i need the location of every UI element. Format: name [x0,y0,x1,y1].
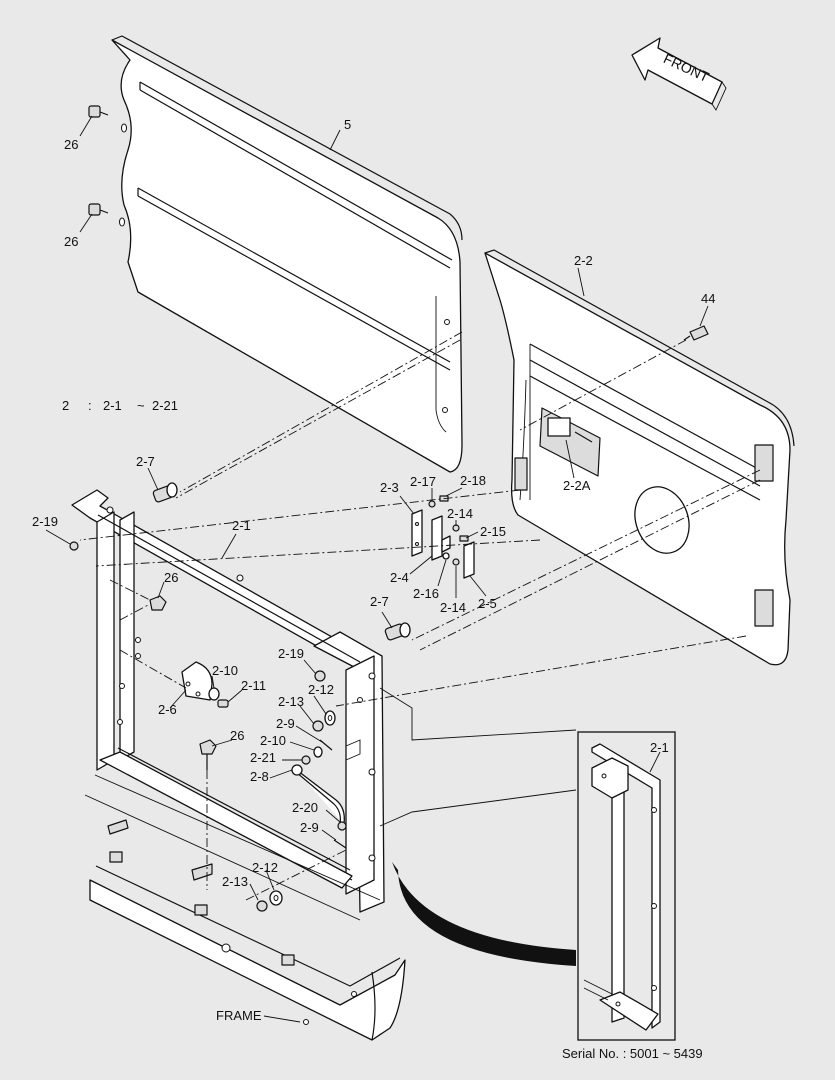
bolt-26-frame [149,595,167,611]
assembly-note-colon: : [88,398,92,413]
label-2-8: 2-8 [250,769,269,784]
pin-2-9-lower [333,839,347,849]
serial-note: Serial No. : 5001 ~ 5439 [562,1046,703,1061]
label-2-17: 2-17 [410,474,436,489]
bolt-2-7-lower [384,622,411,641]
label-2-1: 2-1 [232,518,251,533]
label-2-12: 2-12 [308,682,334,697]
nut-2-13-lower [256,900,268,912]
label-2-4: 2-4 [390,570,409,585]
front-arrow-icon: FRONT [631,37,727,111]
assembly-note-tilde: ~ [137,398,145,413]
assembly-note: 2 : 2-1 ~ 2-21 [62,398,178,413]
label-26: 26 [64,137,78,152]
label-26: 26 [164,570,178,585]
label-frame: FRAME [216,1008,262,1023]
part-labels: 5 26 26 2-2 44 2-2A 2-1 2-7 2-19 2-3 2-1… [32,117,715,1023]
detail-leader [379,687,577,966]
label-26: 26 [230,728,244,743]
label-2-13: 2-13 [278,694,304,709]
washer-2-16 [442,552,450,560]
label-2-11: 2-11 [241,678,266,693]
assembly-note-num: 2 [62,398,69,413]
label-2-10: 2-10 [260,733,286,748]
bolt-26-lower [88,203,109,216]
assembly-note-end: 2-21 [152,398,178,413]
panel-2-2 [484,249,795,666]
assembly-note-start: 2-1 [103,398,122,413]
bolt-2-7-upper [152,482,178,503]
label-2-7: 2-7 [136,454,155,469]
leader-lines [45,115,709,1023]
bolt-2-15 [459,535,469,542]
label-5: 5 [344,117,351,132]
label-2-13: 2-13 [222,874,248,889]
label-2-9: 2-9 [300,820,319,835]
nut-2-19-left [69,541,79,551]
hinge-2-5 [463,541,475,579]
label-2-21: 2-21 [250,750,276,765]
bolt-2-11 [217,699,229,708]
label-2-3: 2-3 [380,480,399,495]
nut-2-13-upper [312,720,324,732]
bolt-44 [683,325,709,341]
label-2-16: 2-16 [413,586,439,601]
label-2-2: 2-2 [574,253,593,268]
label-2-14: 2-14 [440,600,466,615]
label-2-18: 2-18 [460,473,486,488]
nut-2-19-right [314,670,326,682]
hinge-2-3 [411,509,423,557]
detail-box [577,731,676,1041]
frame-rail [84,774,406,1041]
panel-5 [111,35,463,473]
label-2-20: 2-20 [292,800,318,815]
label-44: 44 [701,291,715,306]
label-2-6: 2-6 [158,702,177,717]
rod-2-8 [291,764,345,825]
nut-2-20 [337,821,347,831]
hinge-2-4 [431,515,451,561]
nut-2-14-lower [452,558,460,566]
bolt-26-upper [88,105,109,118]
label-2-7: 2-7 [370,594,389,609]
washer-2-12-lower [269,890,283,906]
washer-2-12-upper [324,710,336,726]
label-2-14: 2-14 [447,506,473,521]
label-2-15: 2-15 [480,524,506,539]
washer-2-10-lower [313,746,323,758]
label-2-10: 2-10 [212,663,238,678]
label-2-5: 2-5 [478,596,497,611]
label-2-19: 2-19 [278,646,304,661]
label-2-12: 2-12 [252,860,278,875]
label-2-19: 2-19 [32,514,58,529]
bolt-26-rod [199,739,217,770]
label-2-9: 2-9 [276,716,295,731]
label-2-1-detail: 2-1 [650,740,669,755]
label-26: 26 [64,234,78,249]
bracket-2-6 [181,661,213,701]
nut-2-21 [301,755,311,765]
label-2-2A: 2-2A [563,478,591,493]
assembly-lines [79,331,761,901]
washer-2-10-upper [208,687,220,701]
bolt-2-17 [428,500,436,508]
